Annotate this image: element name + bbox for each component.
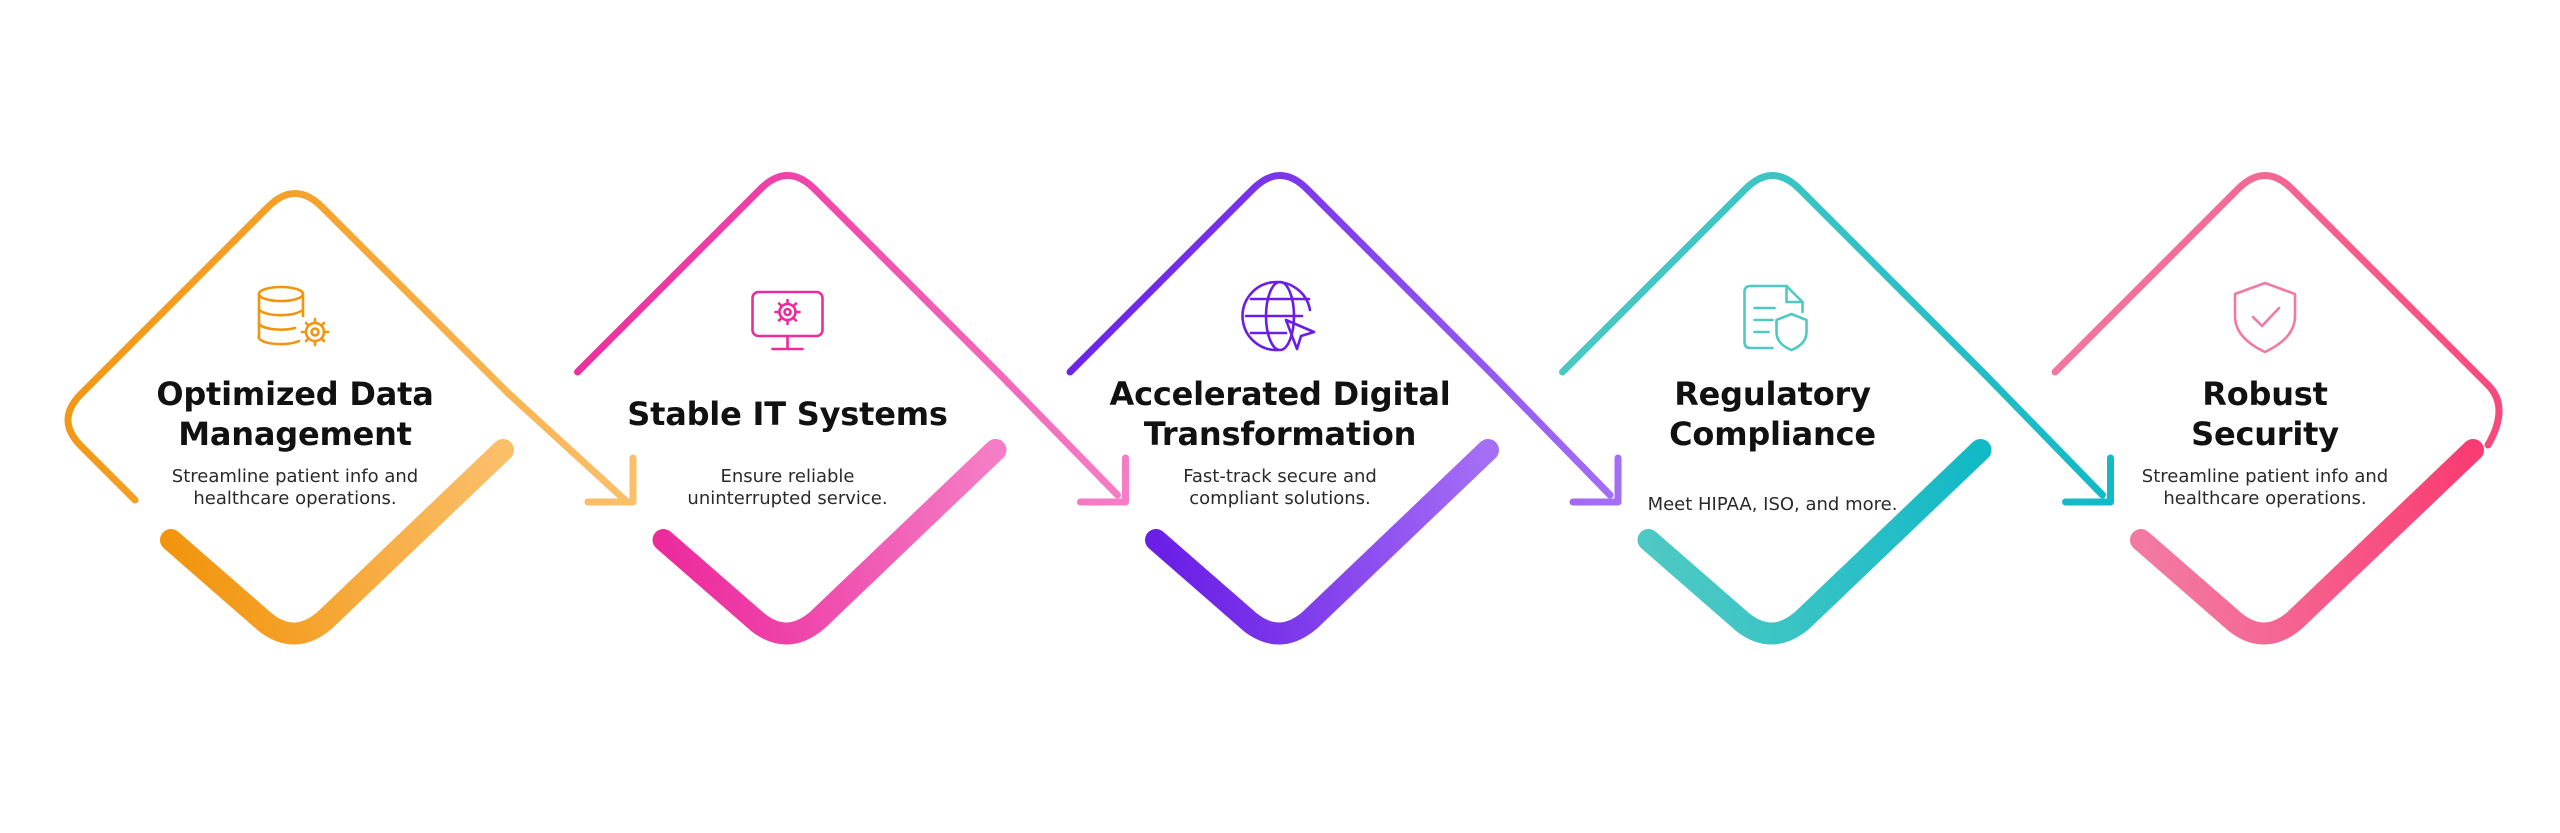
step-base-stroke — [2130, 439, 2484, 645]
step-outline — [64, 190, 629, 504]
database-gear-icon — [257, 285, 330, 347]
step-title-line: Robust — [2202, 375, 2328, 413]
arrow-head-icon — [2062, 454, 2114, 506]
step-title-line: Regulatory — [1674, 375, 1871, 413]
step-3 — [1066, 172, 1622, 645]
step-1 — [64, 190, 637, 645]
shield-check-icon — [2233, 281, 2297, 354]
step-title-line: Optimized Data — [156, 375, 434, 413]
arrow-head-icon — [1077, 454, 1129, 506]
step-title-line: Accelerated Digital — [1109, 375, 1451, 413]
step-base-stroke — [160, 439, 514, 645]
step-4 — [1559, 172, 2114, 645]
step-title-line: Stable IT Systems — [627, 395, 948, 433]
step-base-stroke — [1145, 439, 1499, 645]
step-title-line: Management — [178, 415, 412, 453]
step-outline — [2051, 172, 2503, 449]
step-description-line: Streamline patient info and — [171, 466, 419, 487]
step-5 — [2051, 172, 2503, 645]
step-base-stroke — [652, 439, 1007, 645]
step-description: Meet HIPAA, ISO, and more. — [1583, 494, 1963, 516]
step-title: Stable IT Systems — [598, 394, 978, 434]
step-description-line: Meet HIPAA, ISO, and more. — [1647, 494, 1898, 515]
step-outline — [1066, 172, 1614, 499]
step-base-stroke — [1637, 439, 1992, 645]
step-2 — [574, 172, 1129, 645]
step-title-line: Transformation — [1143, 415, 1417, 453]
step-description-line: Ensure reliable — [720, 466, 855, 487]
step-description-line: compliant solutions. — [1189, 488, 1371, 509]
arrow-head-icon — [584, 454, 637, 506]
step-outline — [1559, 172, 2106, 499]
step-description-line: healthcare operations. — [2163, 488, 2367, 509]
document-shield-icon — [1743, 284, 1808, 352]
globe-cursor-icon — [1241, 280, 1316, 352]
step-description-line: Fast-track secure and — [1183, 466, 1377, 487]
step-outline — [574, 172, 1121, 499]
step-title-line: Security — [2191, 415, 2339, 453]
step-description-line: uninterrupted service. — [687, 488, 888, 509]
step-description-line: healthcare operations. — [193, 488, 397, 509]
monitor-gear-icon — [751, 290, 824, 351]
step-title-line: Compliance — [1669, 415, 1876, 453]
step-description-line: Streamline patient info and — [2141, 466, 2389, 487]
arrow-head-icon — [1569, 454, 1622, 506]
